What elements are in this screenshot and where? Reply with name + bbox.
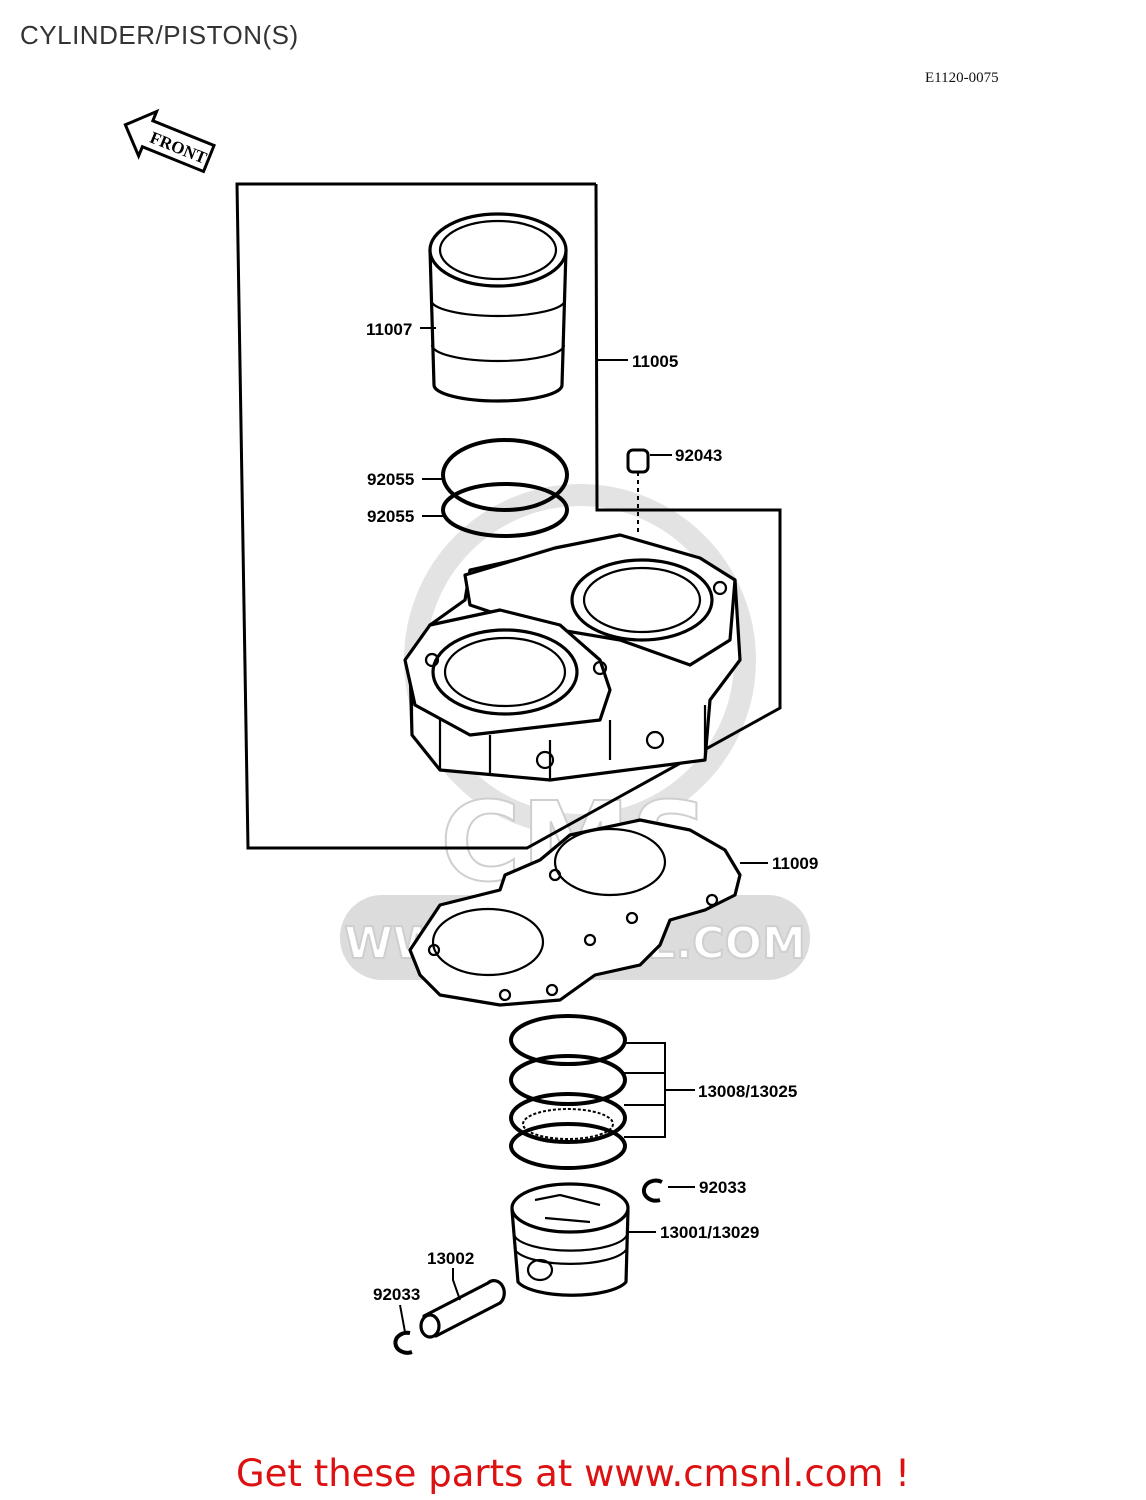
diagram-code: E1120-0075 — [925, 70, 999, 86]
front-arrow: FRONT — [123, 108, 216, 174]
label-92055-b: 92055 — [367, 507, 414, 526]
page-title: CYLINDER/PISTON(S) — [20, 20, 299, 50]
label-92043: 92043 — [675, 446, 722, 465]
label-13008-13025: 13008/13025 — [698, 1082, 797, 1101]
label-13001-13029: 13001/13029 — [660, 1223, 759, 1242]
cylinder-sleeve — [428, 212, 568, 403]
label-11005: 11005 — [632, 352, 678, 371]
circlip-lower — [393, 1330, 413, 1355]
circlip-upper — [641, 1178, 663, 1203]
piston — [510, 1182, 630, 1297]
label-92033-upper: 92033 — [699, 1178, 746, 1197]
label-11009: 11009 — [772, 854, 818, 873]
label-11007: 11007 — [366, 320, 412, 339]
piston-rings — [509, 1014, 627, 1170]
piston-pin — [419, 1279, 506, 1339]
base-gasket — [408, 818, 742, 1007]
o-rings — [441, 438, 569, 538]
leader-lines — [399, 327, 768, 1333]
label-92033-lower: 92033 — [373, 1285, 420, 1304]
cylinder-block — [403, 533, 742, 782]
label-13002: 13002 — [427, 1249, 474, 1268]
promo-link[interactable]: Get these parts at www.cmsnl.com ! — [235, 1452, 910, 1495]
dowel-pin — [626, 448, 650, 535]
assembly-outline — [235, 182, 782, 850]
part-labels: 11007 11005 92043 92055 92055 11009 1300… — [366, 320, 818, 1304]
label-92055-a: 92055 — [367, 470, 414, 489]
